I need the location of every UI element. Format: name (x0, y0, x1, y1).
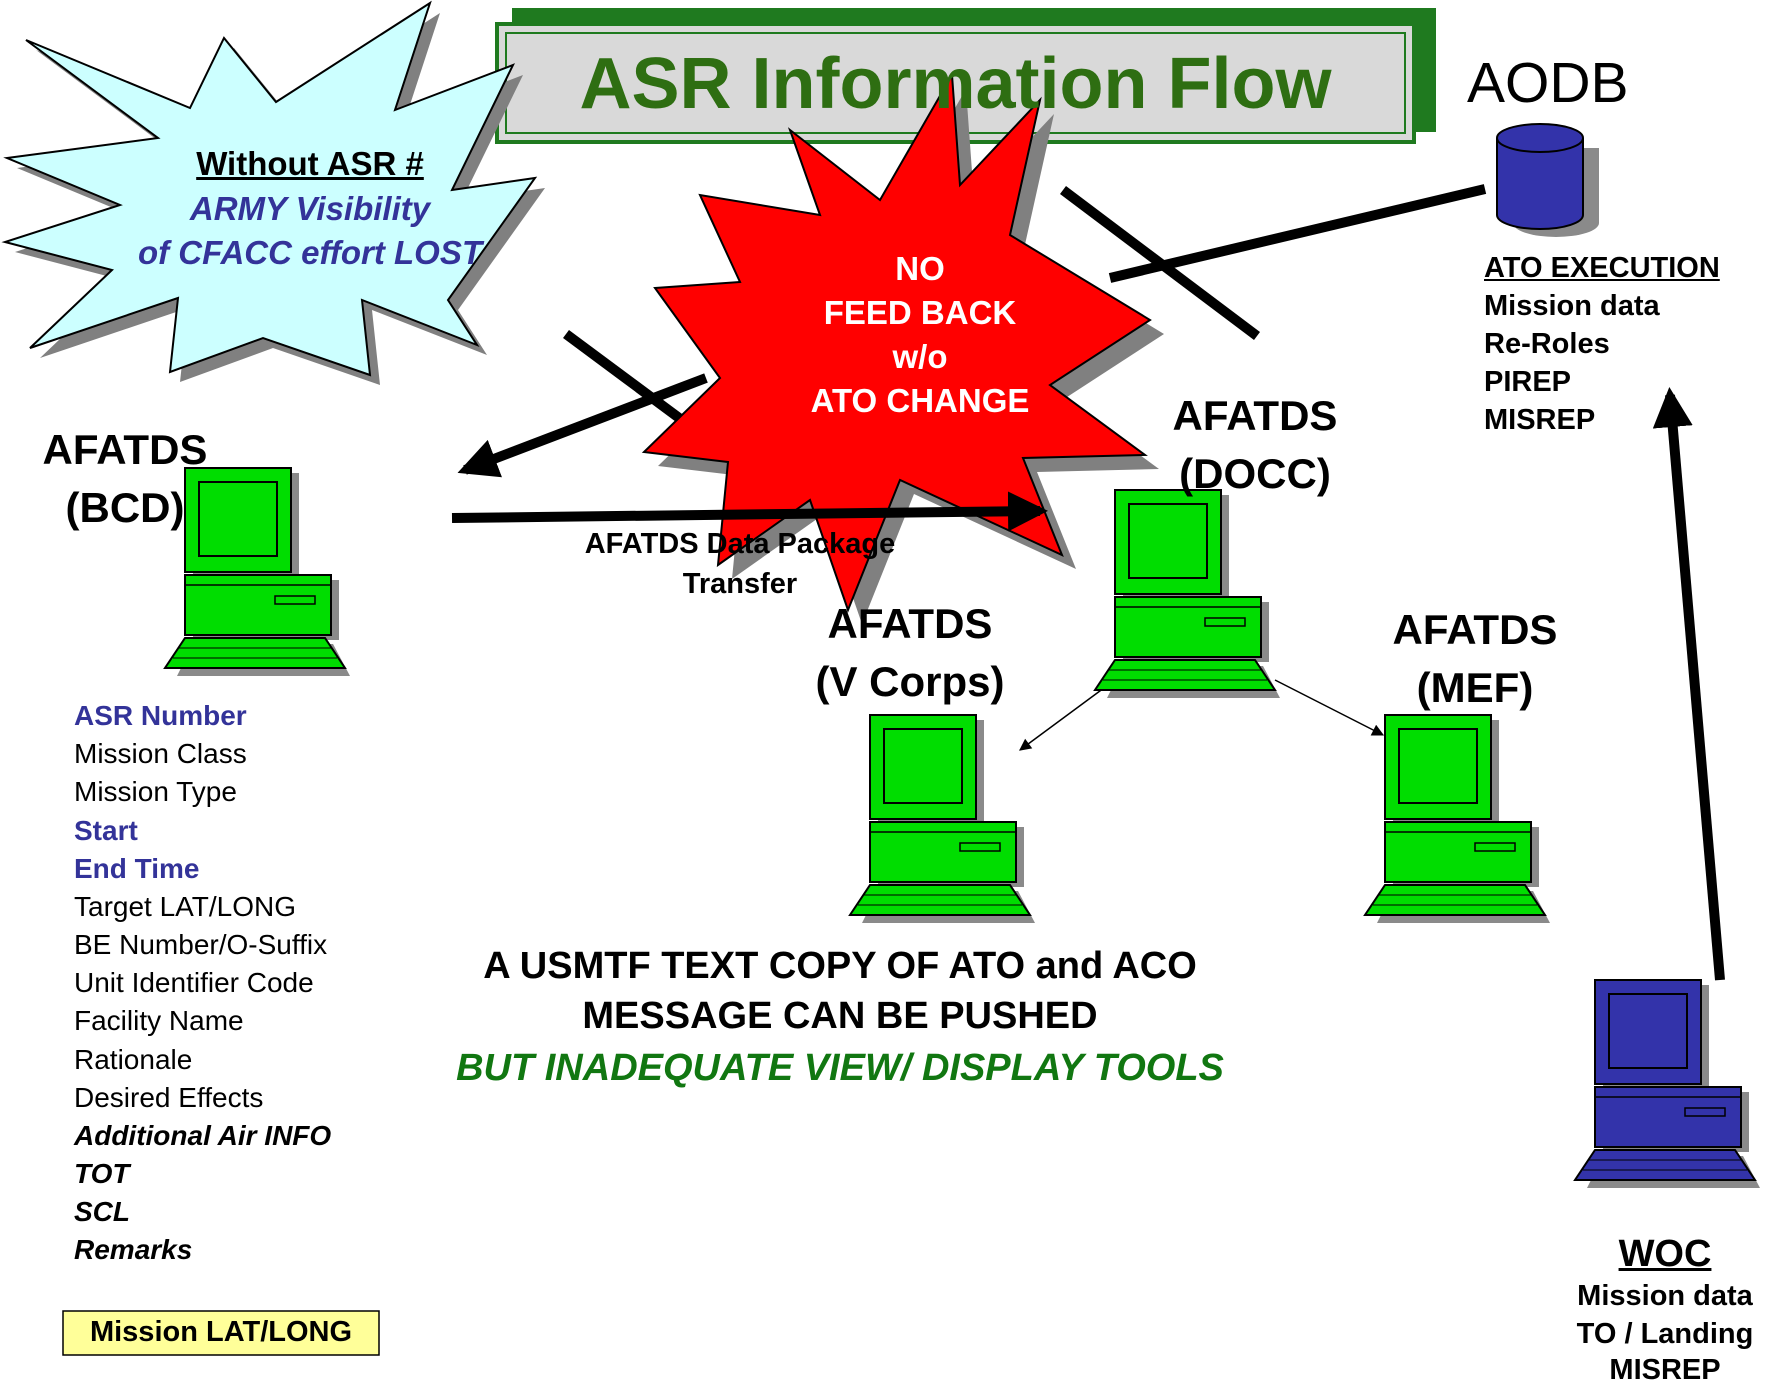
field-mission-class: Mission Class (74, 738, 247, 769)
usmtf-line-2: MESSAGE CAN BE PUSHED (582, 995, 1098, 1037)
field-facility-name: Facility Name (74, 1005, 244, 1036)
field-end-time: End Time (74, 853, 200, 884)
woc-to-aodb-arrow (1652, 387, 1725, 981)
no-feedback-line-1: NO (895, 250, 945, 287)
field-mission-type: Mission Type (74, 776, 237, 807)
woc-heading: WOC (1618, 1233, 1712, 1275)
mission-latlong-box (62, 1310, 380, 1356)
transfer-label-line2: Transfer (682, 568, 798, 600)
docc-to-bcd-arrow (457, 373, 708, 478)
aodb-item-misrep: MISREP (1484, 404, 1596, 436)
aodb-item-re-roles: Re-Roles (1484, 328, 1610, 360)
field-additional-air-info: Additional Air INFO (74, 1120, 332, 1151)
docc-to-vcorps-arrow (1019, 684, 1109, 751)
usmtf-line-1: A USMTF TEXT COPY OF ATO and ACO (483, 945, 1197, 987)
field-be-number: BE Number/O-Suffix (74, 929, 328, 960)
mission-latlong-label: Mission LAT/LONG (89, 1316, 353, 1348)
page-title: ASR Information Flow (579, 44, 1332, 124)
node-vcorps-label-line2: (V Corps) (815, 658, 1005, 705)
field-start: Start (74, 815, 138, 846)
field-unit-identifier-code: Unit Identifier Code (74, 967, 314, 998)
node-mef-label-line1: AFATDS (1392, 606, 1558, 653)
aodb-item-pirep: PIREP (1484, 366, 1572, 398)
starburst-army-visibility (1, 0, 545, 385)
node-docc-label-line2: (DOCC) (1179, 450, 1331, 497)
aodb-docc-line (1059, 186, 1261, 340)
pc-woc-icon (1574, 979, 1761, 1189)
field-remarks: Remarks (74, 1234, 193, 1265)
aodb-link-line (1108, 184, 1487, 283)
node-bcd-label-line1: AFATDS (42, 426, 208, 473)
docc-to-mef-arrow (1274, 679, 1385, 736)
starburst-no-feedback (641, 71, 1164, 624)
field-asr-number: ASR Number (74, 700, 247, 731)
ato-execution-heading: ATO EXECUTION (1484, 252, 1720, 284)
node-vcorps-label-line1: AFATDS (827, 600, 993, 647)
without-asr-heading: Without ASR # (196, 145, 424, 182)
node-bcd-label-line2: (BCD) (65, 484, 185, 531)
woc-item-to-landing: TO / Landing (1576, 1318, 1754, 1350)
pc-vcorps-icon (849, 714, 1036, 924)
aodb-item-mission-data: Mission data (1484, 290, 1660, 322)
cfacc-effort-line: of CFACC effort LOST (137, 234, 483, 271)
no-feedback-line-3: w/o (892, 338, 948, 375)
field-desired-effects: Desired Effects (74, 1082, 264, 1113)
field-tot: TOT (74, 1158, 130, 1189)
woc-item-misrep: MISREP (1609, 1354, 1721, 1386)
title-banner (495, 8, 1436, 144)
woc-item-mission-data: Mission data (1577, 1280, 1753, 1312)
field-target-latlong: Target LAT/LONG (74, 891, 297, 922)
field-scl: SCL (74, 1196, 130, 1227)
no-feedback-line-4: ATO CHANGE (810, 382, 1030, 419)
node-mef-label-line2: (MEF) (1416, 664, 1534, 711)
army-visibility-line: ARMY Visibility (189, 190, 431, 227)
usmtf-line-3: BUT INADEQUATE VIEW/ DISPLAY TOOLS (456, 1047, 1224, 1089)
transfer-label-line1: AFATDS Data Package (584, 528, 896, 560)
no-feedback-line-2: FEED BACK (823, 294, 1017, 331)
aodb-database-icon (1496, 123, 1599, 237)
bcd-to-docc-arrow (451, 491, 1048, 532)
aodb-label: AODB (1467, 51, 1629, 115)
field-rationale: Rationale (74, 1044, 193, 1075)
pc-mef-icon (1364, 714, 1551, 924)
node-docc-label-line1: AFATDS (1172, 392, 1338, 439)
pc-docc-icon (1094, 489, 1281, 699)
